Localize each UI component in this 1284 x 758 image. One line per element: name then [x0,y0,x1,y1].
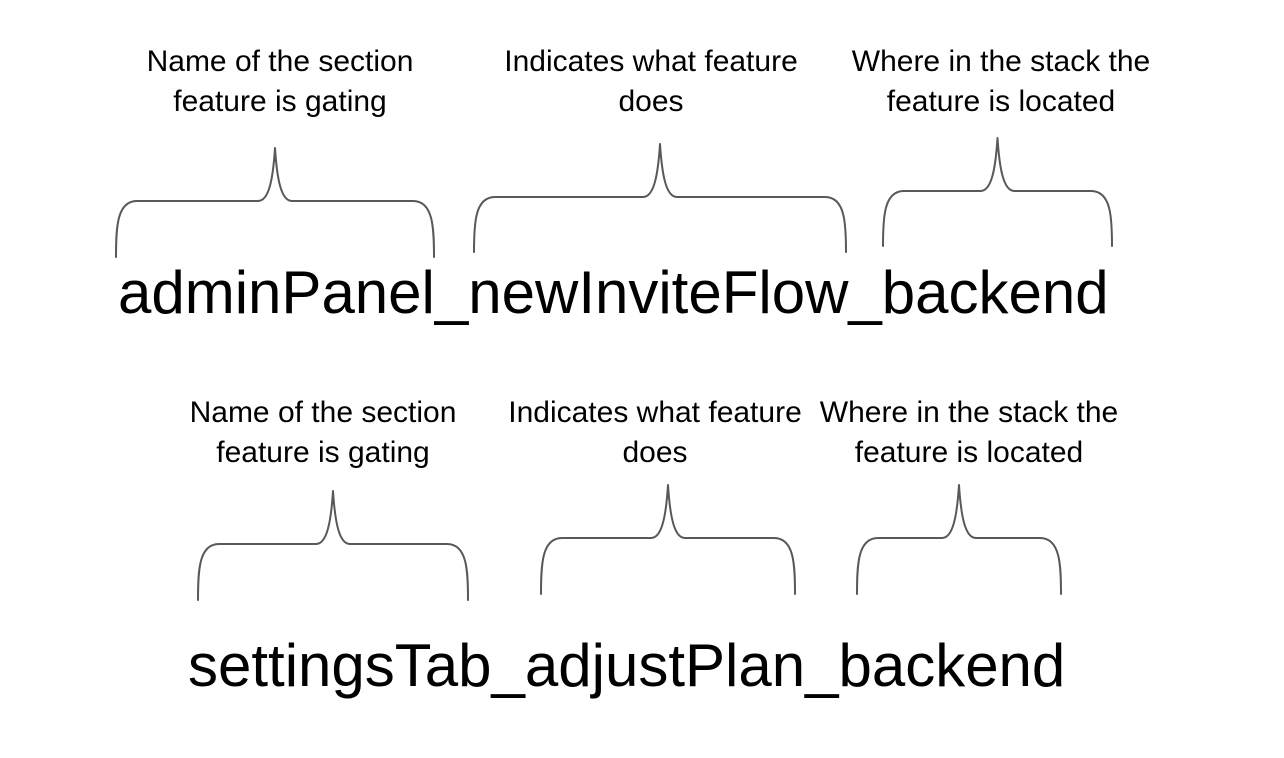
annotation-label-stack: Where in the stack the feature is locate… [852,42,1150,122]
curly-brace-icon [197,490,469,601]
annotation-label-line: feature is gating [173,85,387,118]
annotation-label-section: Name of the section feature is gating [147,42,414,122]
curly-brace-icon [856,484,1062,595]
annotation-label-line: Name of the section [146,45,414,78]
annotation-label-line: Indicates what feature [504,45,798,78]
annotation-label-line: Indicates what feature [508,396,802,429]
annotation-label-line: Where in the stack the [851,45,1151,78]
annotation-label-line: feature is located [854,436,1084,469]
annotation-label-line: feature is gating [216,436,430,469]
annotation-label-line: feature is located [886,85,1116,118]
annotation-label-feature: Indicates what feature does [504,42,798,122]
feature-flag-name: adminPanel_newInviteFlow_backend [118,259,1109,326]
annotation-label-line: Where in the stack the [819,396,1119,429]
curly-brace-icon [115,147,435,258]
curly-brace-icon [540,484,796,595]
annotation-label-line: does [622,436,688,469]
curly-brace-icon [473,143,847,253]
annotation-label-stack: Where in the stack the feature is locate… [820,393,1118,473]
annotation-label-line: does [618,85,684,118]
annotation-label-line: Name of the section [189,396,457,429]
annotation-label-section: Name of the section feature is gating [190,393,457,473]
annotation-label-feature: Indicates what feature does [508,393,802,473]
curly-brace-icon [882,137,1113,247]
feature-flag-name: settingsTab_adjustPlan_backend [188,632,1066,699]
